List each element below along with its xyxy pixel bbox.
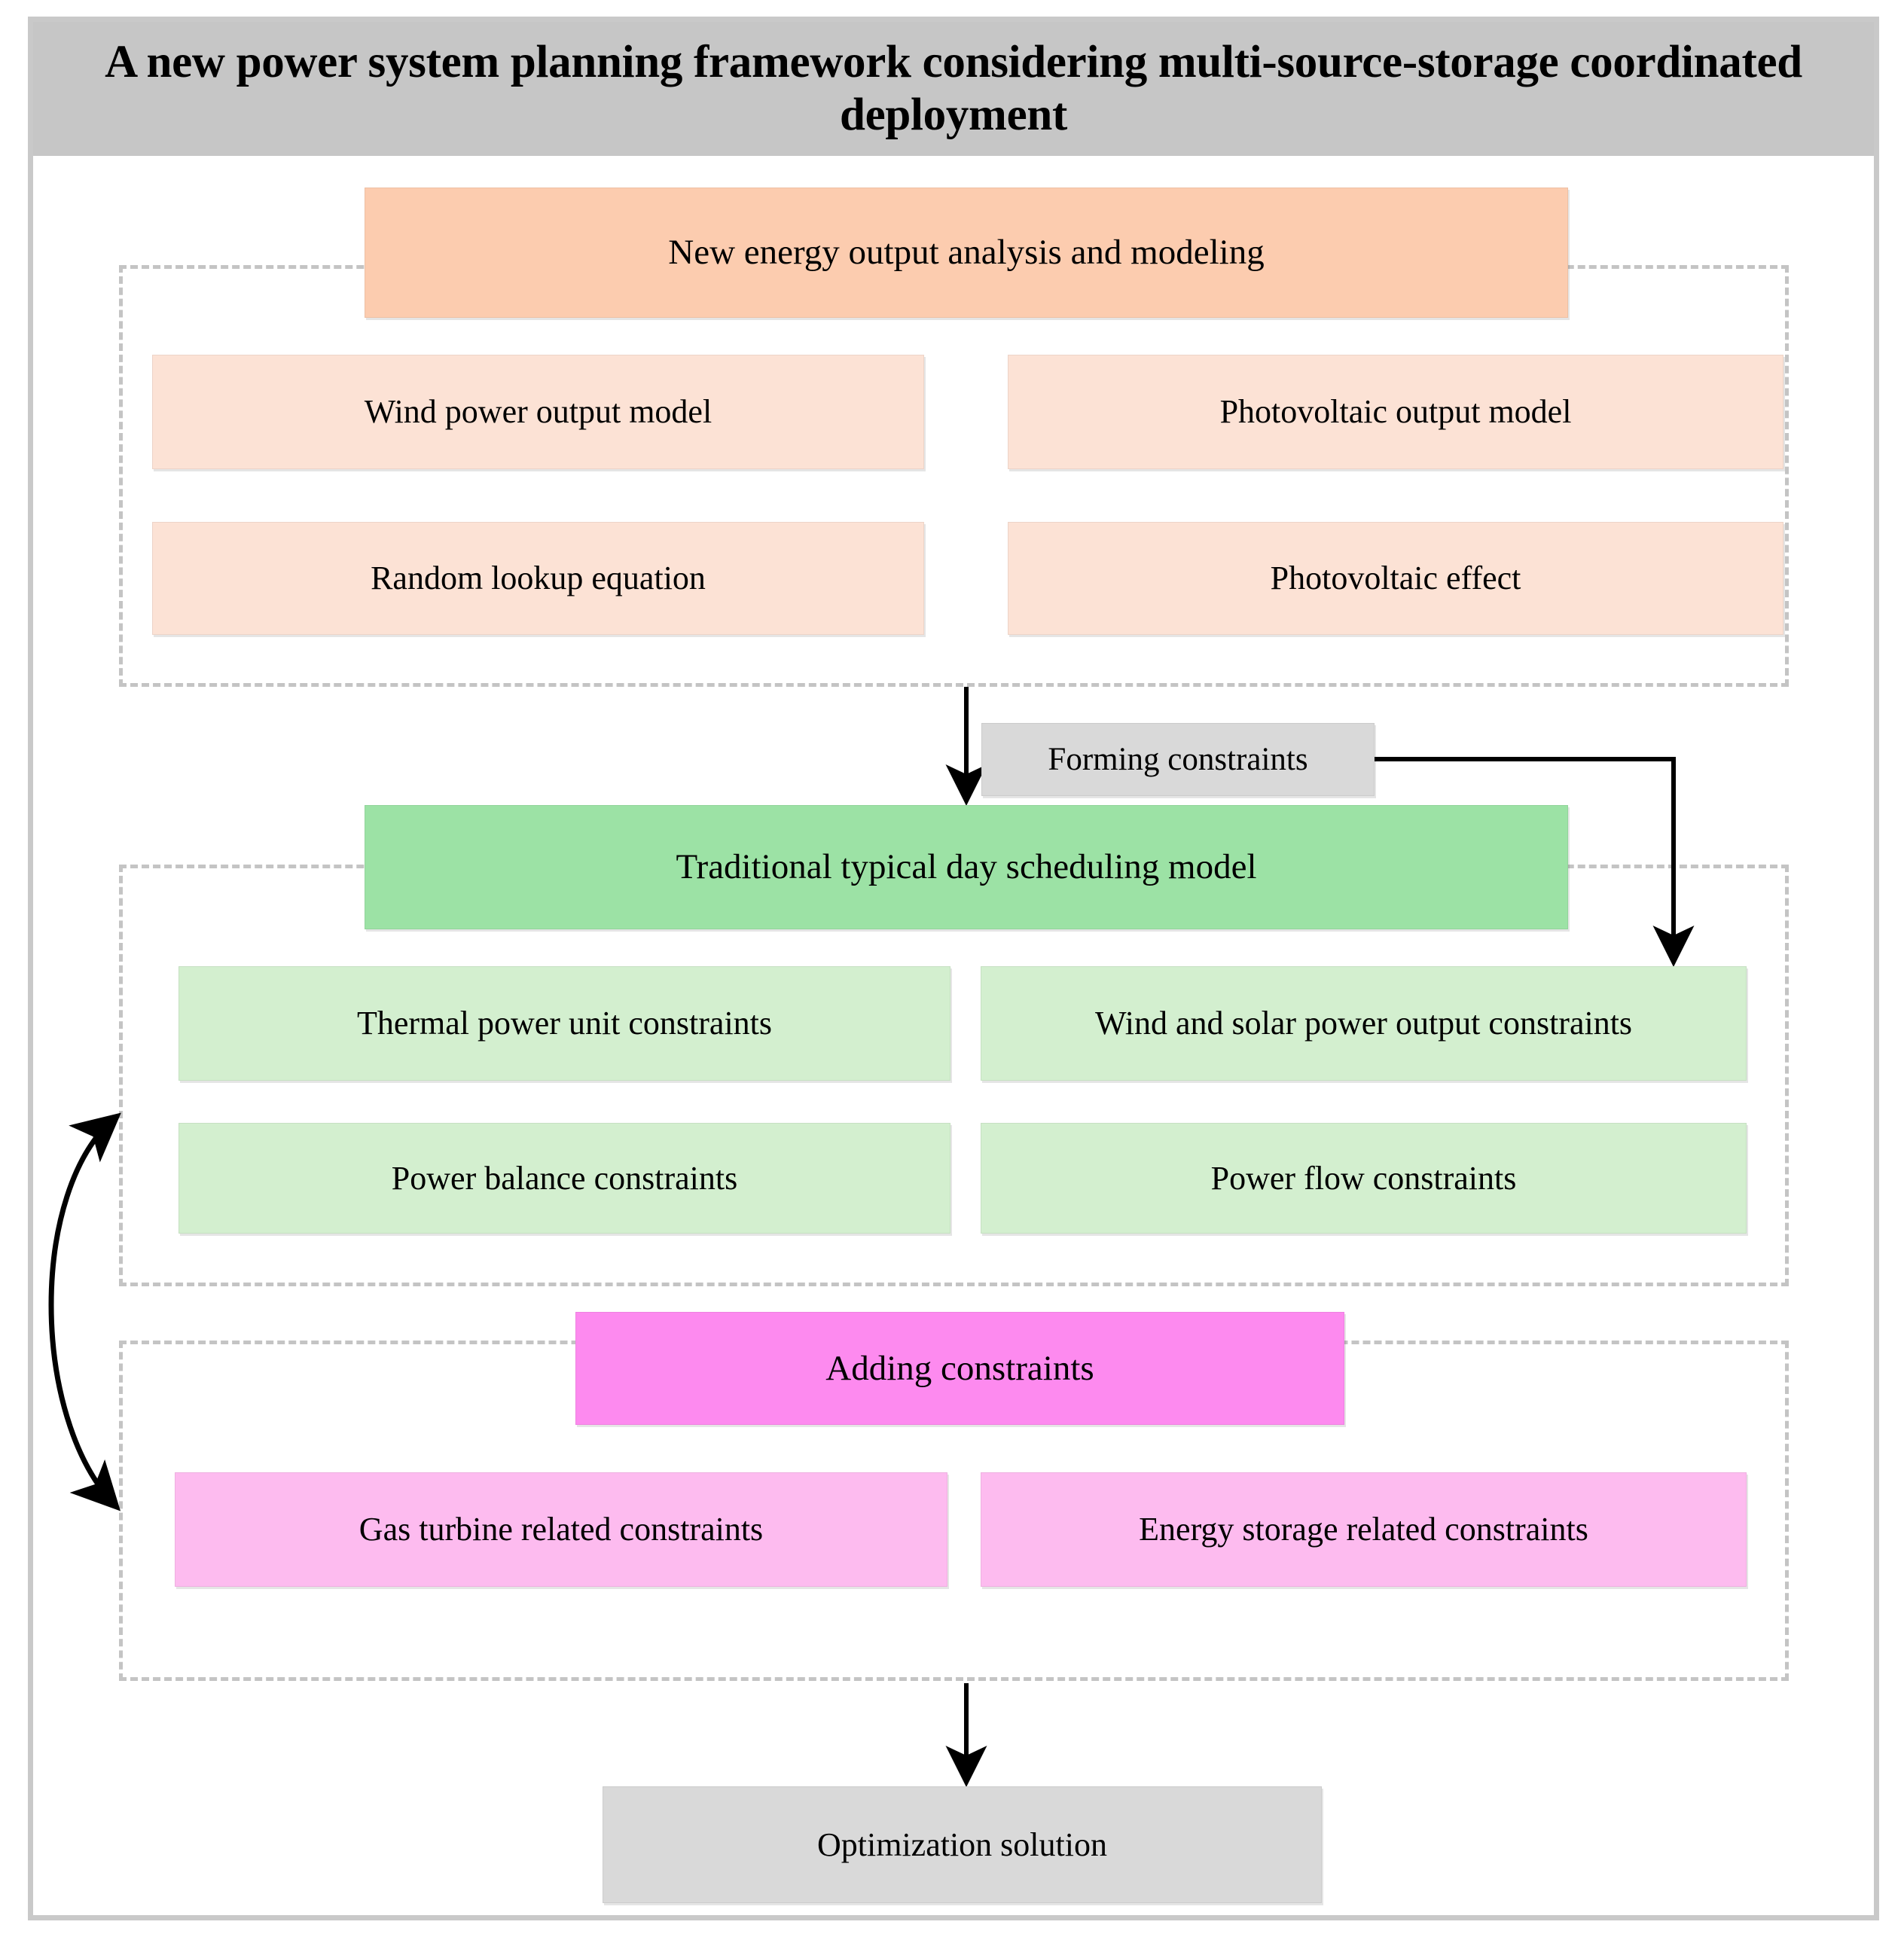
node-traditional-typical-day-scheduling-model[interactable]: Traditional typical day scheduling model (365, 805, 1568, 929)
node-optimization-solution[interactable]: Optimization solution (603, 1786, 1322, 1903)
page-title: A new power system planning framework co… (105, 37, 1802, 140)
node-power-flow-constraints[interactable]: Power flow constraints (981, 1123, 1747, 1234)
node-photovoltaic-output-model[interactable]: Photovoltaic output model (1008, 355, 1783, 469)
node-adding-constraints[interactable]: Adding constraints (575, 1312, 1344, 1425)
node-photovoltaic-effect[interactable]: Photovoltaic effect (1008, 522, 1783, 635)
diagram-title-band: A new power system planning framework co… (33, 22, 1874, 156)
node-wind-and-solar-power-output-constraints[interactable]: Wind and solar power output constraints (981, 966, 1747, 1081)
node-thermal-power-unit-constraints[interactable]: Thermal power unit constraints (178, 966, 950, 1081)
node-wind-power-output-model[interactable]: Wind power output model (152, 355, 924, 469)
node-random-lookup-equation[interactable]: Random lookup equation (152, 522, 924, 635)
node-energy-storage-related-constraints[interactable]: Energy storage related constraints (981, 1472, 1747, 1587)
node-power-balance-constraints[interactable]: Power balance constraints (178, 1123, 950, 1234)
node-gas-turbine-related-constraints[interactable]: Gas turbine related constraints (175, 1472, 947, 1587)
node-new-energy-output-analysis[interactable]: New energy output analysis and modeling (365, 188, 1568, 318)
node-forming-constraints[interactable]: Forming constraints (981, 723, 1375, 796)
